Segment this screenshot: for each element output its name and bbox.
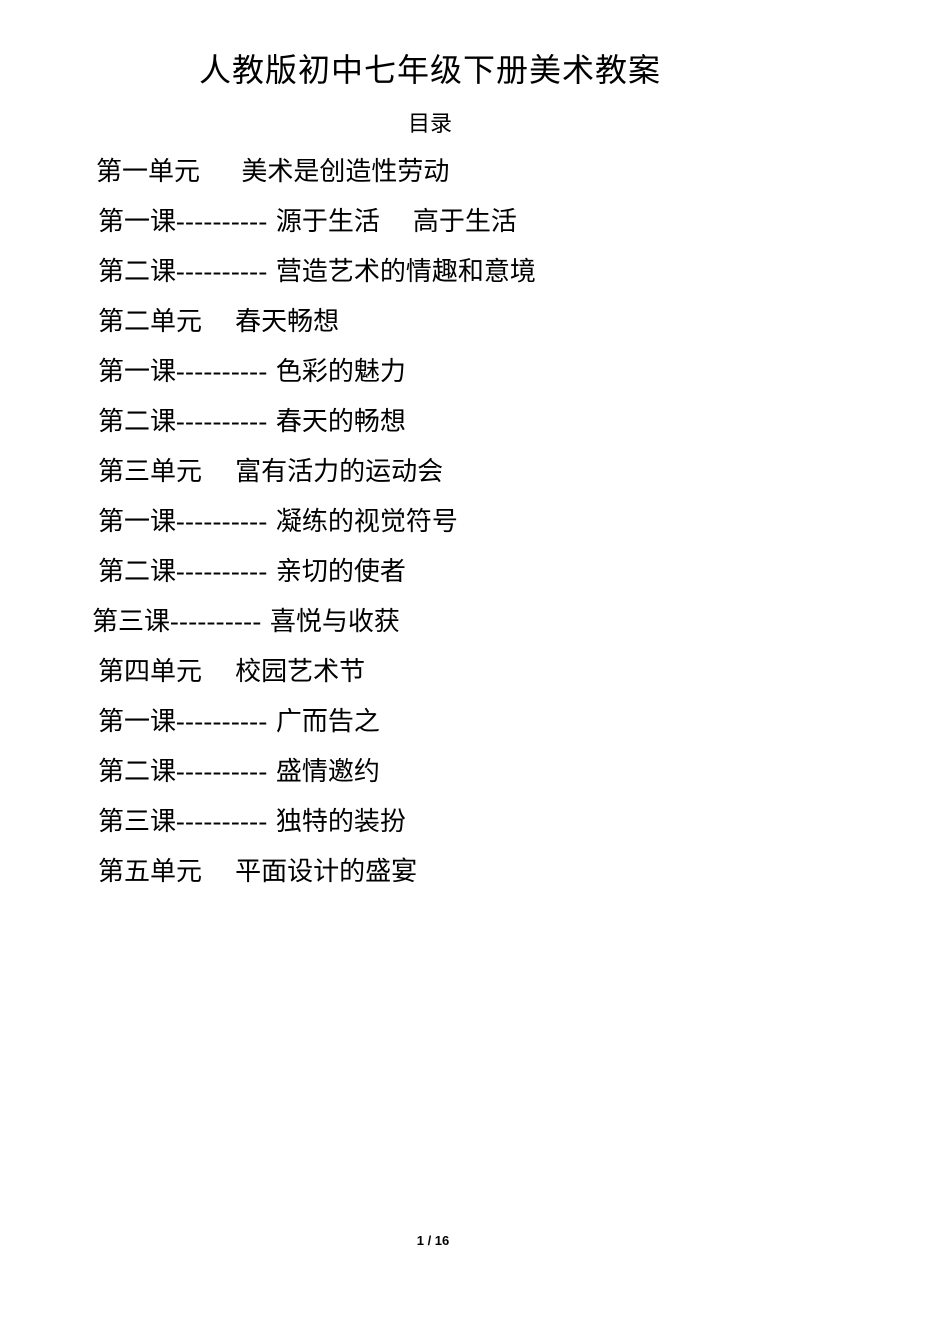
toc-lesson-entry: 第一课---------- 凝练的视觉符号 — [98, 502, 458, 542]
lesson-title: 盛情邀约 — [267, 757, 380, 787]
toc-lesson-entry: 第二课---------- 春天的畅想 — [98, 402, 406, 442]
dash-leader: ---------- — [176, 557, 268, 586]
lesson-title: 广而告之 — [267, 707, 380, 737]
unit-title: 平面设计的盛宴 — [235, 857, 418, 887]
lesson-title: 营造艺术的情趣和意境 — [267, 257, 536, 287]
lesson-title: 独特的装扮 — [267, 807, 406, 837]
toc-lesson-entry: 第三课---------- 喜悦与收获 — [92, 602, 400, 642]
dash-leader: ---------- — [176, 207, 268, 236]
dash-leader: ---------- — [176, 807, 268, 836]
dash-leader: ---------- — [176, 707, 268, 736]
unit-label: 第五单元 — [98, 857, 203, 887]
dash-leader: ---------- — [170, 607, 262, 636]
spacer — [200, 157, 241, 187]
lesson-title: 色彩的魅力 — [267, 357, 406, 387]
lesson-label: 第一课 — [98, 207, 177, 237]
spacer — [202, 307, 235, 337]
unit-title: 春天畅想 — [235, 307, 340, 337]
lesson-label: 第二课 — [98, 757, 177, 787]
toc-lesson-entry: 第一课---------- 广而告之 — [98, 702, 380, 742]
toc-lesson-entry: 第二课---------- 亲切的使者 — [98, 552, 406, 592]
lesson-label: 第三课 — [98, 807, 177, 837]
lesson-title: 源于生活 高于生活 — [267, 207, 517, 237]
toc-unit-entry: 第二单元 春天畅想 — [98, 302, 339, 342]
unit-label: 第三单元 — [98, 457, 203, 487]
toc-lesson-entry: 第一课---------- 色彩的魅力 — [98, 352, 406, 392]
lesson-label: 第三课 — [92, 607, 171, 637]
toc-heading: 目录 — [407, 112, 452, 137]
lesson-title: 亲切的使者 — [267, 557, 406, 587]
toc-lesson-entry: 第二课---------- 营造艺术的情趣和意境 — [98, 252, 536, 292]
lesson-label: 第二课 — [98, 257, 177, 287]
lesson-label: 第二课 — [98, 407, 177, 437]
dash-leader: ---------- — [176, 507, 268, 536]
unit-title: 校园艺术节 — [235, 657, 366, 687]
lesson-title: 春天的畅想 — [267, 407, 406, 437]
document-title: 人教版初中七年级下册美术教案 — [198, 51, 661, 89]
toc-lesson-entry: 第二课---------- 盛情邀约 — [98, 752, 380, 792]
lesson-label: 第二课 — [98, 557, 177, 587]
unit-label: 第二单元 — [98, 307, 203, 337]
spacer — [202, 857, 235, 887]
dash-leader: ---------- — [176, 757, 268, 786]
toc-lesson-entry: 第一课---------- 源于生活 高于生活 — [98, 202, 517, 242]
lesson-label: 第一课 — [98, 507, 177, 537]
toc-unit-entry: 第三单元 富有活力的运动会 — [98, 452, 443, 492]
spacer — [202, 457, 235, 487]
toc-lesson-entry: 第三课---------- 独特的装扮 — [98, 802, 406, 842]
lesson-label: 第一课 — [98, 357, 177, 387]
lesson-title: 凝练的视觉符号 — [267, 507, 458, 537]
spacer — [202, 657, 235, 687]
unit-label: 第一单元 — [96, 157, 201, 187]
toc-unit-entry: 第四单元 校园艺术节 — [98, 652, 365, 692]
lesson-label: 第一课 — [98, 707, 177, 737]
toc-unit-entry: 第一单元 美术是创造性劳动 — [96, 152, 449, 192]
unit-label: 第四单元 — [98, 657, 203, 687]
dash-leader: ---------- — [176, 407, 268, 436]
unit-title: 美术是创造性劳动 — [241, 157, 450, 187]
lesson-title: 喜悦与收获 — [261, 607, 400, 637]
unit-title: 富有活力的运动会 — [235, 457, 444, 487]
dash-leader: ---------- — [176, 357, 268, 386]
dash-leader: ---------- — [176, 257, 268, 286]
page-number: 1 / 16 — [416, 1233, 450, 1248]
toc-unit-entry: 第五单元 平面设计的盛宴 — [98, 852, 417, 892]
